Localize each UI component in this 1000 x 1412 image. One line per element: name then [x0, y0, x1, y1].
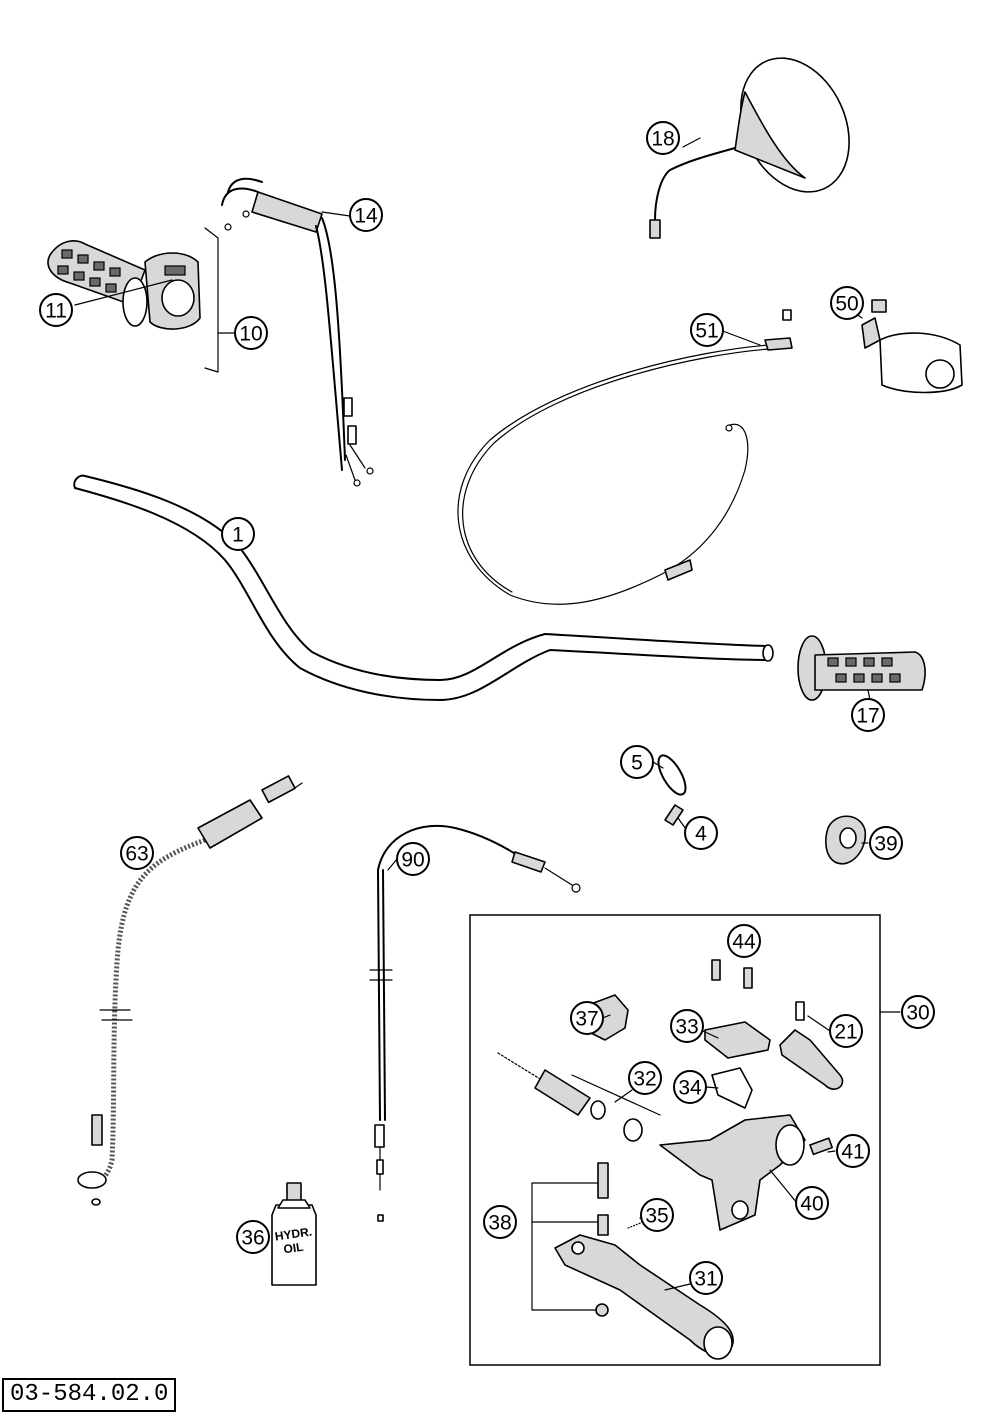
callout-21: 21 — [829, 1014, 863, 1048]
callout-number: 31 — [694, 1268, 717, 1291]
callout-17: 17 — [851, 698, 885, 732]
callout-circle — [570, 1001, 604, 1035]
callout-circle — [673, 1070, 707, 1104]
callout-circle — [684, 816, 718, 850]
mirror — [649, 57, 850, 239]
callout-number: 63 — [125, 843, 148, 866]
callout-number: 90 — [401, 849, 424, 872]
callout-number: 18 — [651, 128, 674, 151]
callout-circle — [829, 1014, 863, 1048]
callout-50: 50 — [830, 286, 864, 320]
callout-18: 18 — [646, 121, 680, 155]
throttle-cables — [221, 177, 374, 487]
callout-circle — [221, 517, 255, 551]
callout-number: 4 — [695, 823, 707, 846]
callout-37: 37 — [570, 1001, 604, 1035]
callout-63: 63 — [120, 836, 154, 870]
hydraulic-oil-bottle: HYDR. OIL — [271, 1182, 317, 1286]
handlebar — [73, 474, 774, 701]
callout-5: 5 — [620, 745, 654, 779]
callout-number: 1 — [232, 524, 244, 547]
oil-label-line1: HYDR. — [274, 1225, 313, 1244]
callout-circle — [640, 1198, 674, 1232]
callout-33: 33 — [670, 1009, 704, 1043]
callout-32: 32 — [628, 1061, 662, 1095]
callout-circle — [727, 924, 761, 958]
callout-number: 35 — [645, 1205, 668, 1228]
callout-number: 10 — [239, 323, 262, 346]
callout-34: 34 — [673, 1070, 707, 1104]
callout-number: 38 — [488, 1212, 511, 1235]
callout-40: 40 — [795, 1186, 829, 1220]
callout-circle — [120, 836, 154, 870]
callout-circle — [851, 698, 885, 732]
callout-number: 41 — [841, 1141, 864, 1164]
callout-10: 10 — [234, 316, 268, 350]
callout-circle — [670, 1009, 704, 1043]
left-grip — [797, 635, 926, 701]
callout-circle — [39, 293, 73, 327]
brake-line — [77, 775, 303, 1206]
callout-circle — [901, 995, 935, 1029]
callout-number: 50 — [835, 293, 858, 316]
callout-number: 36 — [241, 1227, 264, 1250]
callout-number: 39 — [874, 833, 897, 856]
callout-90: 90 — [396, 842, 430, 876]
callout-number: 34 — [678, 1077, 702, 1100]
callout-circle — [628, 1061, 662, 1095]
handlebar-switch — [861, 299, 963, 394]
callout-labels: 1451011141718213031323334353637383940414… — [39, 121, 935, 1295]
callout-circle — [234, 316, 268, 350]
callout-circle — [836, 1134, 870, 1168]
clip-part — [825, 815, 867, 865]
clutch-cable-alt — [369, 824, 581, 1222]
callout-number: 11 — [45, 300, 67, 323]
callout-number: 14 — [354, 205, 378, 228]
callout-circle — [236, 1220, 270, 1254]
hose-clamp — [657, 754, 687, 796]
callout-circle — [620, 745, 654, 779]
throttle-housing — [144, 227, 219, 373]
master-cylinder-assembly — [469, 914, 901, 1366]
callout-35: 35 — [640, 1198, 674, 1232]
callout-4: 4 — [684, 816, 718, 850]
callout-14: 14 — [349, 198, 383, 232]
diagram-code: 03-584.02.0 — [2, 1378, 177, 1412]
callout-circle — [795, 1186, 829, 1220]
callout-31: 31 — [689, 1261, 723, 1295]
callout-circle — [396, 842, 430, 876]
callout-number: 21 — [834, 1021, 857, 1044]
callout-number: 33 — [675, 1016, 698, 1039]
callout-number: 51 — [695, 320, 718, 343]
callout-number: 30 — [906, 1002, 929, 1025]
callout-1: 1 — [221, 517, 255, 551]
callout-11: 11 — [39, 293, 73, 327]
callout-30: 30 — [901, 995, 935, 1029]
callout-38: 38 — [483, 1205, 517, 1239]
callout-circle — [689, 1261, 723, 1295]
callout-circle — [349, 198, 383, 232]
callout-circle — [646, 121, 680, 155]
throttle-grip — [47, 240, 148, 327]
callout-41: 41 — [836, 1134, 870, 1168]
callout-number: 40 — [800, 1193, 823, 1216]
callout-36: 36 — [236, 1220, 270, 1254]
callout-number: 32 — [633, 1068, 656, 1091]
callout-number: 5 — [631, 752, 643, 775]
callout-circle — [483, 1205, 517, 1239]
oil-label-line2: OIL — [283, 1240, 305, 1257]
sleeve — [664, 804, 684, 826]
callout-39: 39 — [869, 826, 903, 860]
callout-number: 37 — [575, 1008, 598, 1031]
callout-number: 17 — [856, 705, 879, 728]
clutch-cable — [457, 309, 793, 605]
callout-number: 44 — [732, 931, 756, 954]
callout-circle — [869, 826, 903, 860]
callout-circle — [690, 313, 724, 347]
callout-circle — [830, 286, 864, 320]
callout-51: 51 — [690, 313, 724, 347]
callout-44: 44 — [727, 924, 761, 958]
